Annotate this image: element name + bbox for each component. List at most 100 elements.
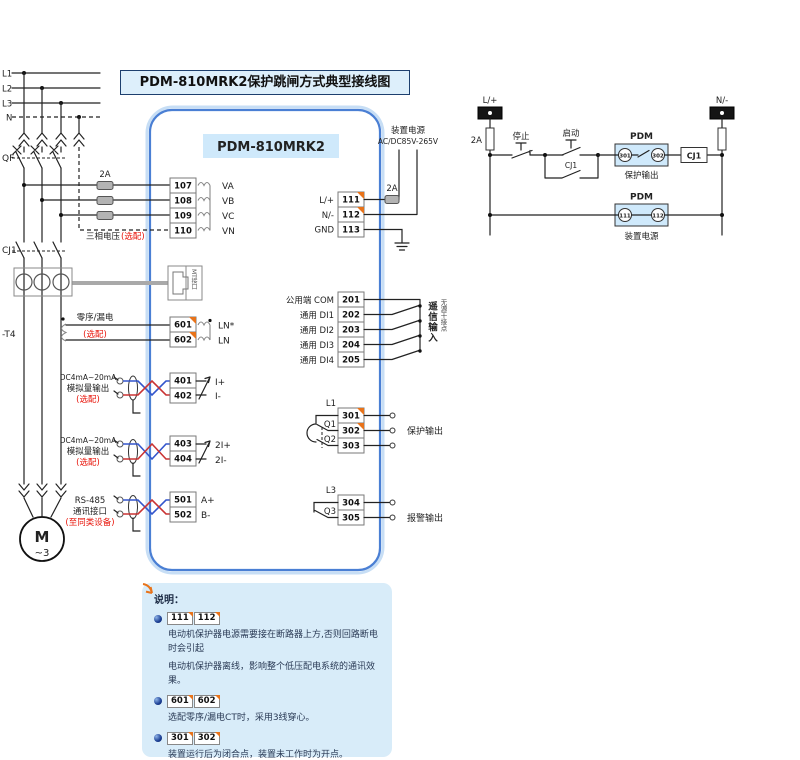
terminal-label: 2I+ [215,441,231,451]
terminal-tag: 602 [193,694,220,708]
terminal-no: 501 [174,496,192,506]
terminal-tag: 301 [167,731,193,745]
pdm-terminal: 302 [652,154,664,160]
bullet-icon [154,734,162,743]
terminal-label: 公用端 COM [286,295,334,306]
protect-output-caption: 保护输出 [407,425,443,437]
breaker-label: QF [2,154,14,164]
terminal-no: 205 [342,356,360,366]
pdm-terminal: 111 [619,214,631,220]
analog2-name: 模拟量输出 [67,446,110,457]
contactor-coil-label: CJ1 [687,152,702,161]
note-text: 装置运行后为闭合点，装置未工作时为开点。 [168,749,349,760]
terminal-group-power: L/+ N/- GND 111 112 113 2A 装置电源 AC/DC85V… [315,125,439,251]
pdm-terminal: 112 [652,214,664,220]
rs485-port: RS-485 通讯接口 (至同类设备) 501 502 A+ B- [65,491,215,532]
aux-power-range: AC/DC85V-265V [378,137,439,146]
bullet-icon [154,614,162,623]
note-item: 111 112 [154,612,380,625]
note-text: 选配零序/漏电CT时，采用3线穿心。 [168,712,315,723]
note-arrow-icon [142,583,153,594]
terminal-tag: 112 [193,612,220,625]
terminal-label: LN [218,337,230,347]
diagram-title: PDM-810MRK2保护跳闸方式典型接线图 [120,70,410,95]
twisted-pair-red [123,442,170,460]
terminal-no: 304 [342,499,360,509]
dry-contact-caption: 无源干接点 [439,299,447,332]
twisted-pair-blue [123,380,170,397]
terminal-label: VB [222,197,234,207]
pdm-protect-caption: 保护输出 [624,170,658,181]
twisted-pair-blue [123,443,170,461]
highlight-corner [189,317,196,324]
analog2-optional: (选配) [76,457,100,468]
terminal-label: N/- [322,211,334,221]
mt-port [167,265,203,301]
shield-icon [128,495,138,519]
terminal-no: 108 [174,197,192,207]
zero-sequence-ct: -T4 零序/漏电 (选配) [2,312,171,342]
analog-output-2: DC4mA~20mA 模拟量输出 (选配) 403 404 2I+ 2I- [60,435,231,477]
device-name-plate [203,134,339,158]
mt-port-caption: MT接口 [190,269,197,290]
pdm-power-block: PDM 111 112 装置电源 [614,193,669,242]
supply-l-label: L/+ [483,96,498,106]
terminal-no: 112 [342,211,360,221]
relay-tag: Q1 [324,420,336,430]
terminal-no: 401 [174,377,192,387]
incoming-lines: L1 L2 L3 N [2,70,101,124]
terminal-label: A+ [201,496,215,506]
zero-seq-optional: (选配) [83,329,107,340]
terminal-tag: 302 [193,731,220,745]
control-circuit: L/+ N/- 2A 停止 启动 CJ1 PDM 301 302 保护输出 [471,96,735,242]
terminal-label: 通用 DI3 [300,340,334,351]
highlight-corner [357,408,364,415]
terminal-label: B- [201,511,210,521]
note-text: 电动机保护器离线，影响整个低压配电系统的通讯效果。 [168,661,376,686]
voltage-caption: 三相电压 [86,231,121,242]
rs485-spec: RS-485 [75,496,106,506]
aux-fuse-label: 2A [386,184,397,194]
phase-l1-label: L1 [2,70,12,80]
seal-contact-label: CJ1 [565,161,577,170]
start-button-label: 启动 [562,128,580,139]
terminal-group-voltage: 107 108 109 110 VA VB VC VN [169,177,235,239]
ct-label: -T4 [2,330,16,340]
terminal-no: 107 [174,182,192,192]
terminal-box [169,506,197,523]
contactor-label: CJ1 [2,246,17,256]
terminal-no: 403 [174,440,192,450]
voltage-taps: 2A 三相电压 (选配) [22,170,171,242]
terminal-box [169,331,197,348]
shield-icon [128,439,138,464]
terminal-label: 通用 DI1 [300,310,334,321]
shield-icon [128,375,138,401]
relay-tag: Q3 [324,507,336,517]
neutral-label: N [6,114,12,124]
phase-l3-label: L3 [2,100,12,110]
rs485-optional: (至同类设备) [65,517,114,528]
stop-button-label: 停止 [512,131,530,142]
fuse-vb [96,196,114,205]
device-name: PDM-810MRK2 [217,140,325,155]
device-outline: PDM-810MRK2 [145,105,385,575]
notes-header: 说明： [154,595,184,606]
terminal-no: 202 [342,311,360,321]
terminal-label: LN* [218,322,235,332]
twisted-pair-red [123,498,170,515]
relay-tag: L1 [326,399,336,409]
contactor-coil-box [680,147,708,163]
terminal-label: 2I- [215,456,227,466]
terminal-no: 110 [174,227,192,237]
voltage-optional-caption: (选配) [121,231,145,242]
pdm-power-caption: 装置电源 [624,231,659,242]
relay-tag: Q2 [324,435,336,445]
analog2-spec: DC4mA~20mA [60,436,117,445]
analog1-spec: DC4mA~20mA [60,373,117,382]
pdm-protect-block: PDM 301 302 保护输出 [614,132,669,181]
terminal-no: 404 [174,455,192,465]
analog1-name: 模拟量输出 [67,383,110,394]
supply-n-label: N/- [716,96,728,106]
terminal-no: 502 [174,511,192,521]
relay-tag: L3 [326,486,336,496]
